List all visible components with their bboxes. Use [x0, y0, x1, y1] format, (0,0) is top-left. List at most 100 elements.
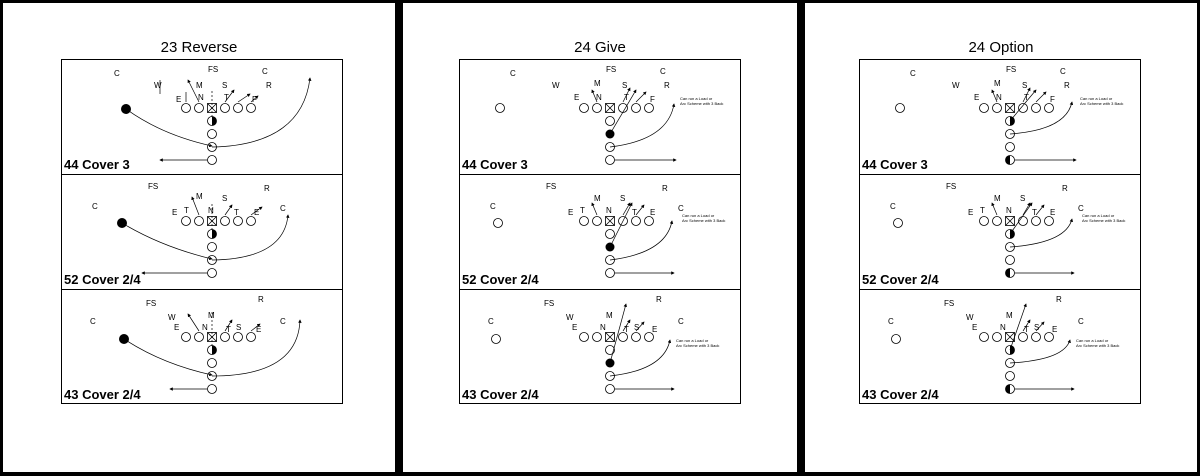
play-diagram-board: C FS C W M S R E N T F: [61, 59, 343, 404]
play-diagram-52-cover-2-4: FS C M S R E T N T E C Can run a Load or…: [860, 175, 1140, 290]
defender-label: E: [968, 208, 973, 217]
defender-label: E: [650, 208, 655, 217]
scheme-note: Arc Scheme with 3 Back: [1076, 343, 1119, 348]
play-diagram-43-cover-2-4: FS R C W M E N T S E C Can run a Load or…: [860, 290, 1140, 404]
defender-label: M: [606, 311, 613, 320]
defender-label: R: [662, 184, 668, 193]
defense-label: 43 Cover 2/4: [64, 387, 141, 402]
defender-label: FS: [946, 182, 956, 191]
defender-label: E: [972, 323, 977, 332]
offense-player-icon: [592, 103, 602, 113]
offense-player-icon: [491, 334, 501, 344]
defender-label: E: [574, 93, 579, 102]
defender-label: S: [620, 194, 625, 203]
defense-label: 43 Cover 2/4: [462, 387, 539, 402]
offense-player-icon: [207, 358, 217, 368]
play-diagram-44-cover-3: C FS C W M S R E N T F Can run a Load or…: [460, 60, 740, 175]
offense-player-icon: [220, 103, 230, 113]
defender-label: T: [1024, 325, 1029, 334]
play-diagram: FS R C W M E N T S E C Can run a Load or…: [488, 295, 719, 394]
offense-player-icon: [194, 103, 204, 113]
offense-player-icon: [893, 218, 903, 228]
scheme-note: Can run a Load or: [1076, 338, 1109, 343]
defender-label: S: [1022, 81, 1027, 90]
offense-player-icon: [1018, 332, 1028, 342]
defender-label: C: [1078, 204, 1084, 213]
play-diagram: FS R C W M E N T S E C Can run a Load or…: [888, 295, 1119, 394]
defense-label: 44 Cover 3: [862, 157, 928, 172]
defender-label: F: [1050, 95, 1055, 104]
scheme-note: Arc Scheme with 3 Back: [1080, 101, 1123, 106]
defense-label: 52 Cover 2/4: [862, 272, 939, 287]
defender-label: FS: [208, 65, 218, 74]
defender-label: R: [656, 295, 662, 304]
defender-label: R: [258, 295, 264, 304]
playbook-page-2: 24 Give C FS C W M S R E N T F Can run a…: [403, 3, 797, 472]
defender-label: M: [1006, 311, 1013, 320]
offense-player-icon: [1005, 142, 1015, 152]
offense-player-icon: [979, 332, 989, 342]
defender-label: W: [966, 313, 974, 322]
defender-label: E: [176, 95, 181, 104]
defender-label: N: [198, 93, 204, 102]
quarterback-icon: [212, 345, 217, 355]
defender-label: W: [552, 81, 560, 90]
offense-player-icon: [605, 155, 615, 165]
offense-player-icon: [605, 116, 615, 126]
defender-label: N: [202, 323, 208, 332]
defender-label: C: [114, 69, 120, 78]
defender-label: S: [1034, 323, 1039, 332]
defender-label: C: [490, 202, 496, 211]
quarterback-icon: [1010, 229, 1015, 239]
defender-label: T: [184, 206, 189, 215]
offense-player-icon: [631, 103, 641, 113]
offense-player-icon: [605, 268, 615, 278]
play-diagram: FS C M S R E T N T E C Can run a Load or…: [890, 182, 1125, 278]
offense-player-icon: [605, 229, 615, 239]
offense-player-icon: [592, 332, 602, 342]
offense-player-icon: [194, 216, 204, 226]
defender-label: C: [280, 204, 286, 213]
defender-label: E: [974, 93, 979, 102]
defender-label: N: [606, 206, 612, 215]
defender-label: M: [994, 194, 1001, 203]
scheme-note: Arc Scheme with 3 Back: [676, 343, 719, 348]
defender-label: C: [1078, 317, 1084, 326]
offense-player-icon: [1031, 216, 1041, 226]
quarterback-icon: [1005, 384, 1010, 394]
play-diagram: C FS C W M S R E N T F Can run a Load or…: [495, 65, 723, 165]
offense-player-icon: [207, 155, 217, 165]
defense-label: 52 Cover 2/4: [64, 272, 141, 287]
offense-player-icon: [495, 103, 505, 113]
play-diagram: FS C M S R E T N T E C: [92, 182, 290, 278]
page-title: 24 Give: [574, 39, 626, 56]
defender-label: M: [196, 192, 203, 201]
offense-player-icon: [644, 332, 654, 342]
offense-player-icon: [194, 332, 204, 342]
defender-label: E: [572, 323, 577, 332]
defender-label: FS: [146, 299, 156, 308]
defender-label: R: [264, 184, 270, 193]
offense-player-icon: [631, 332, 641, 342]
defender-label: C: [678, 204, 684, 213]
defender-label: N: [600, 323, 606, 332]
defender-label: E: [174, 323, 179, 332]
defender-label: T: [624, 325, 629, 334]
defender-label: FS: [944, 299, 954, 308]
defender-label: R: [664, 81, 670, 90]
defender-label: T: [1024, 93, 1029, 102]
offense-player-icon: [579, 332, 589, 342]
play-diagram-board: C FS C W M S R E N T F Can run a Load or…: [859, 59, 1141, 404]
offense-player-icon: [618, 332, 628, 342]
offense-player-icon: [1005, 371, 1015, 381]
scheme-note: Can run a Load or: [680, 96, 713, 101]
defender-label: F: [650, 95, 655, 104]
defender-label: C: [262, 67, 268, 76]
play-diagram-44-cover-3: C FS C W M S R E N T F: [62, 60, 342, 175]
offense-player-icon: [644, 103, 654, 113]
play-diagram-52-cover-2-4: FS C M S R E T N T E C Can run a Load or…: [460, 175, 740, 290]
defender-label: N: [1006, 206, 1012, 215]
offense-player-icon: [1031, 332, 1041, 342]
play-diagram-44-cover-3: C FS C W M S R E N T F Can run a Load or…: [860, 60, 1140, 175]
defender-label: T: [224, 93, 229, 102]
